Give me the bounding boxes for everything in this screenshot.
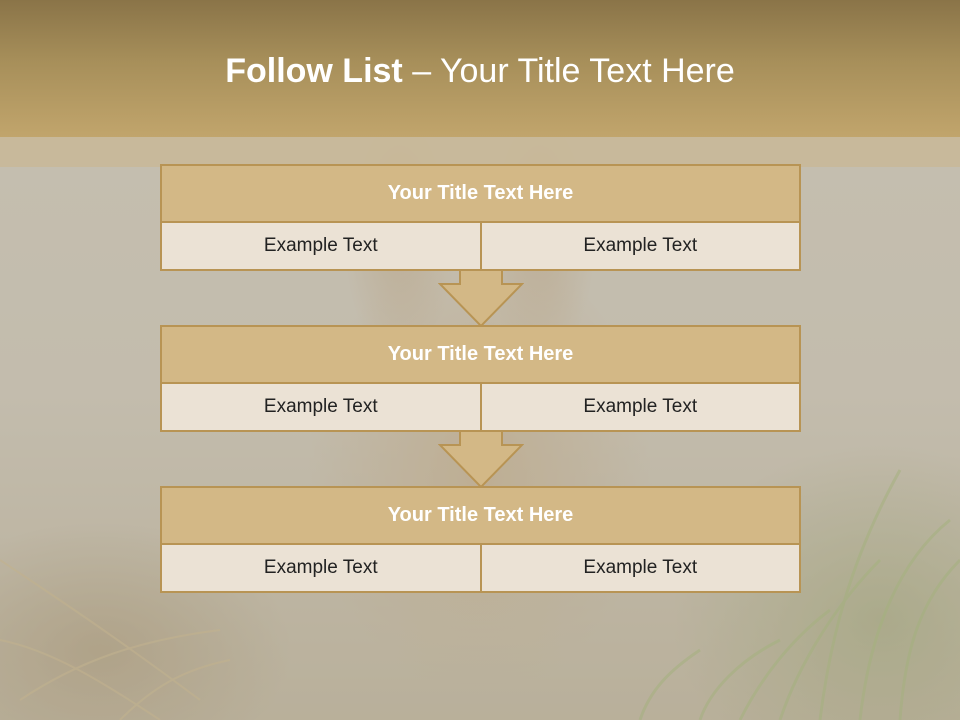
- block-row: Example Text Example Text: [162, 545, 799, 591]
- block-row: Example Text Example Text: [162, 384, 799, 430]
- header-band: [0, 0, 960, 137]
- title-bold: Follow List: [225, 52, 403, 90]
- block-cell-left: Example Text: [162, 384, 480, 430]
- block-cell-right: Example Text: [479, 384, 799, 430]
- down-arrow-icon: [438, 431, 524, 489]
- header-strip: [0, 137, 960, 167]
- block-cell-left: Example Text: [162, 545, 480, 591]
- block-title: Your Title Text Here: [162, 327, 799, 384]
- block-cell-right: Example Text: [479, 223, 799, 269]
- block-cell-right: Example Text: [479, 545, 799, 591]
- block-title: Your Title Text Here: [162, 488, 799, 545]
- down-arrow-icon: [438, 270, 524, 328]
- title-rest: – Your Title Text Here: [402, 52, 735, 90]
- list-block-1: Your Title Text Here Example Text Exampl…: [160, 164, 801, 271]
- page-title: Follow List – Your Title Text Here: [0, 52, 960, 91]
- list-block-3: Your Title Text Here Example Text Exampl…: [160, 486, 801, 593]
- block-cell-left: Example Text: [162, 223, 480, 269]
- block-title: Your Title Text Here: [162, 166, 799, 223]
- block-row: Example Text Example Text: [162, 223, 799, 269]
- list-block-2: Your Title Text Here Example Text Exampl…: [160, 325, 801, 432]
